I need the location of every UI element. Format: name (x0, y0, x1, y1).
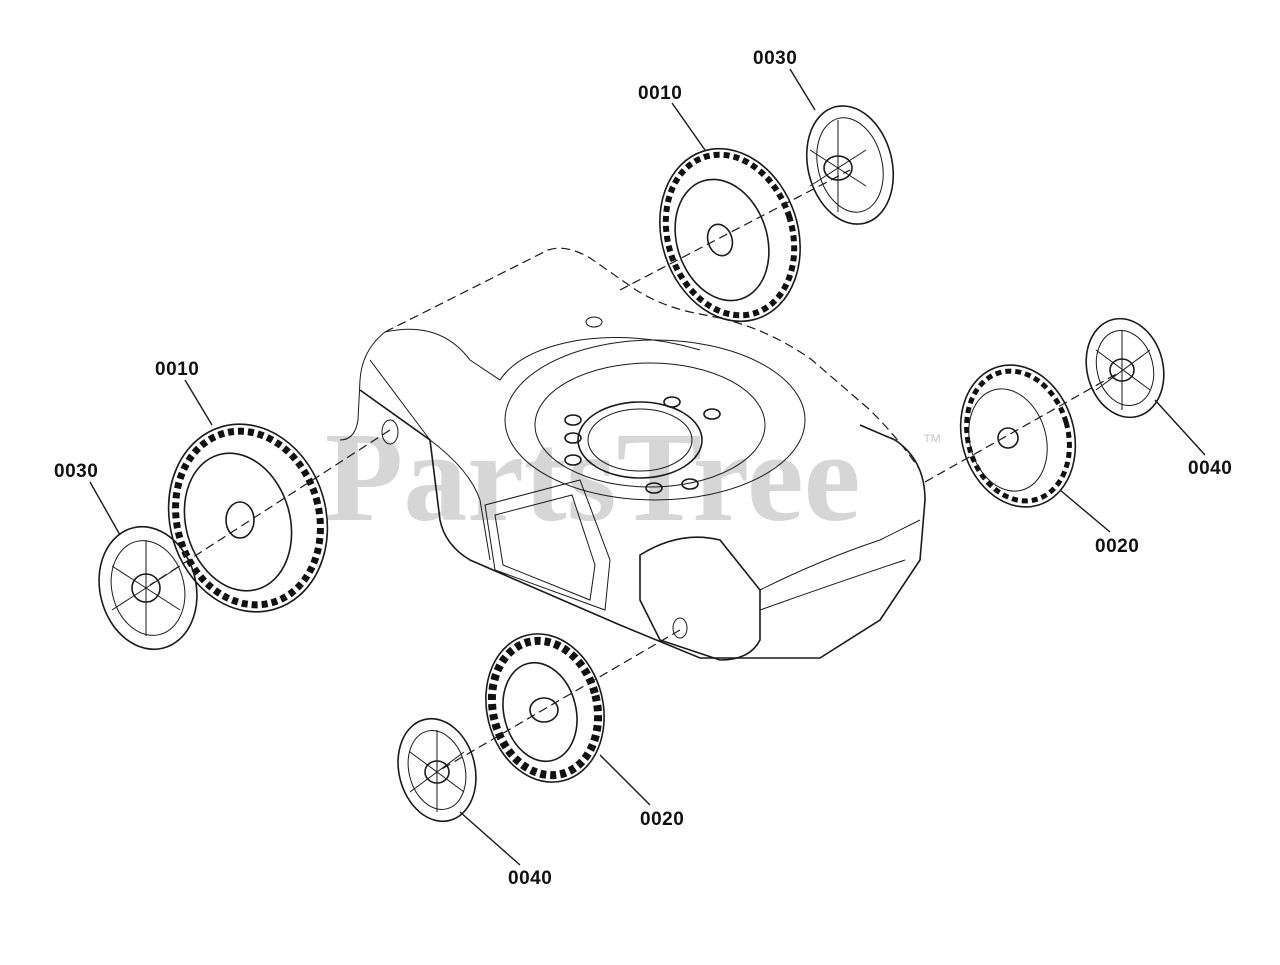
mount-boss (564, 432, 582, 444)
hubcap-inner (110, 540, 186, 636)
hubcap-inner (407, 730, 467, 810)
leader-0030-top (789, 68, 816, 111)
hubcap-0040-bottom[interactable] (388, 710, 487, 829)
deck-side-panel (429, 439, 491, 561)
axle-slot-front (672, 617, 688, 639)
wheel-rim (183, 452, 293, 592)
wheel-hub (225, 501, 255, 539)
wheel-rim (968, 388, 1048, 492)
leader-0020-bottom (599, 754, 651, 806)
axle-line-bottom (439, 629, 681, 771)
wheel-tire-outer (167, 423, 329, 613)
leader-0030-left (89, 481, 121, 536)
mower-deck (339, 247, 926, 661)
deck-rear-ridge (384, 328, 701, 381)
front-bumper (639, 536, 761, 661)
wheel-hub (706, 223, 734, 257)
mount-boss (663, 396, 681, 408)
wheel-tire-outer (659, 147, 801, 323)
hubcap-spokes (809, 120, 867, 212)
callout-labels: 0010 0030 0010 0030 0040 0020 0020 0040 (54, 48, 1232, 889)
watermark: PartsTree ™ (325, 406, 942, 548)
axle-line-right (924, 371, 1121, 483)
wheel-0020-right[interactable] (944, 351, 1091, 520)
axle-centerlines (149, 169, 1121, 771)
wheel-0020-bottom[interactable] (471, 621, 620, 795)
mount-boss (703, 408, 721, 420)
deck-side-edge (369, 359, 431, 441)
callout-leaders (89, 68, 1206, 866)
callout-0030-top[interactable]: 0030 (753, 48, 797, 69)
wheel-tire-outer (959, 364, 1077, 508)
leader-0010-left (184, 379, 213, 426)
wheel-0010-left[interactable] (147, 405, 349, 631)
wheel-tread (662, 151, 798, 319)
wheel-0010-top[interactable] (638, 130, 822, 339)
callout-0040-right[interactable]: 0040 (1188, 458, 1232, 479)
hubcap-outer (98, 525, 198, 651)
hubcap-spokes (409, 730, 465, 812)
hubcap-outer (805, 105, 895, 225)
leader-0040-bottom (459, 811, 521, 866)
deck-dome-outer (504, 339, 806, 501)
hubcap-spokes (111, 540, 181, 636)
mount-boss (564, 454, 582, 466)
bumper-ridge (759, 559, 906, 611)
watermark-trademark: ™ (922, 431, 942, 453)
leader-0010-top (671, 102, 706, 151)
mount-boss (645, 482, 663, 494)
callout-0020-bottom[interactable]: 0020 (640, 809, 684, 830)
deck-dome-mid (534, 362, 766, 488)
hubcap-outer (397, 717, 477, 823)
engine-mount-ring (587, 408, 693, 472)
callout-0030-left[interactable]: 0030 (54, 461, 98, 482)
axle-line-top (619, 169, 851, 291)
hubcap-0030-top[interactable] (795, 97, 906, 234)
wheel-gear-hub (997, 427, 1019, 449)
callout-0010-top[interactable]: 0010 (638, 83, 682, 104)
hubcap-outer (1085, 317, 1165, 419)
deck-left-flap (339, 331, 386, 441)
mount-boss (681, 478, 699, 490)
leader-0020-right (1059, 489, 1111, 533)
axle-line-left (149, 429, 391, 586)
deck-body-outline (359, 389, 926, 659)
wheel-tread (487, 636, 603, 780)
mount-boss (564, 414, 582, 426)
wheel-tread (172, 427, 324, 609)
wheel-hub (529, 697, 559, 723)
wheel-tire-outer (485, 633, 605, 783)
wheel-rim (674, 178, 770, 302)
wheel-rim (502, 661, 578, 763)
bumper-right-edge (759, 519, 921, 591)
discharge-opening-inner (494, 494, 596, 601)
deck-top-edge (384, 247, 721, 333)
hubcap-0030-left[interactable] (86, 516, 209, 660)
hubcap-0040-right[interactable] (1076, 310, 1174, 425)
callout-0040-bottom[interactable]: 0040 (508, 868, 552, 889)
hubcap-spokes (1095, 330, 1151, 410)
callout-0020-right[interactable]: 0020 (1095, 536, 1139, 557)
hubcap-inner (816, 117, 884, 213)
deck-hole (585, 316, 603, 328)
engine-mount-hole (577, 401, 703, 479)
leader-0040-right (1154, 399, 1206, 456)
wheel-tread (964, 368, 1072, 504)
callout-0010-left[interactable]: 0010 (155, 359, 199, 380)
axle-slot-left (381, 419, 399, 445)
hubcap-inner (1095, 330, 1155, 406)
deck-right-edge (719, 317, 921, 471)
